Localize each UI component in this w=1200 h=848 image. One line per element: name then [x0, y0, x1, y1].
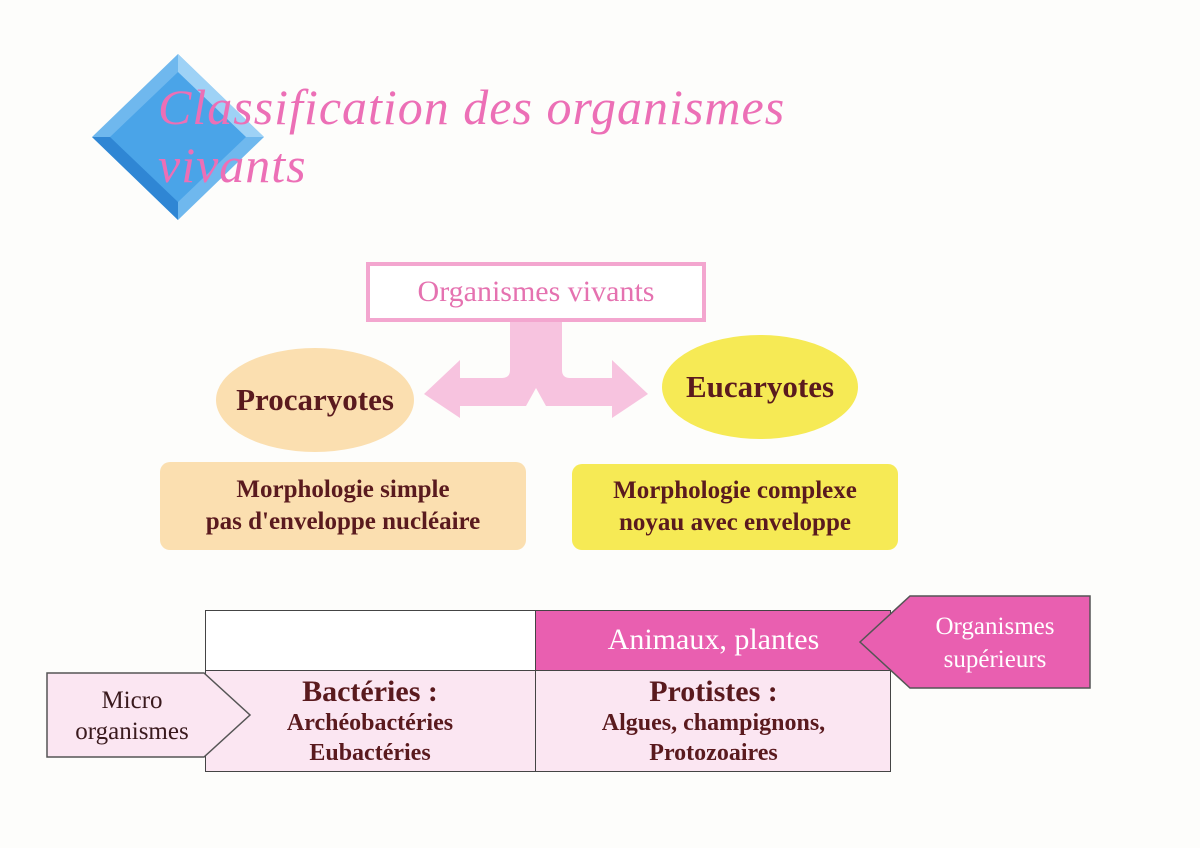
protistes-line1: Algues, champignons,	[601, 709, 826, 736]
table-cell-animaux-plantes: Animaux, plantes	[536, 610, 891, 671]
organismes-superieurs-callout: Organismes supérieurs	[902, 603, 1088, 683]
procaryotes-node: Procaryotes	[216, 348, 414, 452]
animaux-plantes-label: Animaux, plantes	[607, 623, 820, 656]
bacteries-line1: Archéobactéries	[286, 709, 454, 736]
root-node-label: Organismes vivants	[417, 275, 655, 308]
micro-organismes-callout-shape	[46, 672, 252, 758]
bacteries-heading: Bactéries :	[302, 674, 438, 708]
eucaryotes-desc-line1: Morphologie complexe	[613, 477, 857, 504]
root-node: Organismes vivants	[366, 262, 706, 322]
superieurs-line2: supérieurs	[943, 646, 1047, 673]
table-cell-bacteries: Bactéries : Archéobactéries Eubactéries	[205, 671, 536, 772]
page-title: Classification des organismes vivants	[158, 79, 786, 193]
eucaryotes-label: Eucaryotes	[685, 369, 835, 404]
procaryotes-desc-line1: Morphologie simple	[236, 476, 450, 503]
superieurs-line1: Organismes	[935, 613, 1055, 640]
organismes-superieurs-callout-shape	[858, 595, 1091, 689]
title-diamond-decoration	[88, 52, 268, 222]
procaryotes-desc-line2: pas d'enveloppe nucléaire	[205, 508, 481, 535]
bacteries-line2: Eubactéries	[309, 739, 431, 766]
table-cell-protistes: Protistes : Algues, champignons, Protozo…	[536, 671, 891, 772]
branch-arrow	[424, 322, 648, 418]
micro-organismes-callout: Micro organismes	[52, 680, 212, 752]
procaryotes-description: Morphologie simple pas d'enveloppe nuclé…	[160, 462, 526, 550]
micro-line1: Micro	[101, 687, 163, 714]
procaryotes-label: Procaryotes	[236, 382, 394, 417]
eucaryotes-description: Morphologie complexe noyau avec envelopp…	[572, 464, 898, 550]
micro-line2: organismes	[75, 718, 189, 745]
eucaryotes-desc-line2: noyau avec enveloppe	[619, 509, 851, 536]
classification-table-border	[205, 610, 891, 772]
protistes-line2: Protozoaires	[649, 739, 778, 766]
eucaryotes-node: Eucaryotes	[662, 335, 858, 439]
table-cell-empty	[205, 610, 536, 671]
protistes-heading: Protistes :	[649, 674, 778, 708]
